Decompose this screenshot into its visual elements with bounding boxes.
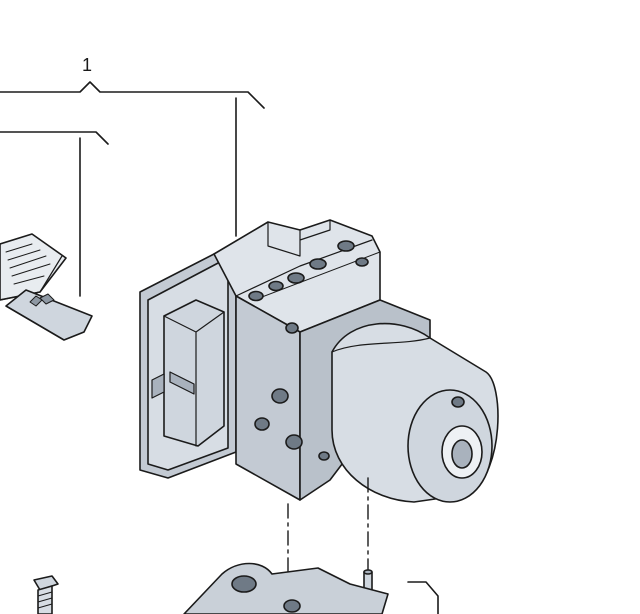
bolt [33, 575, 59, 614]
callout-1-bracket [0, 81, 265, 109]
control-unit [139, 253, 237, 479]
mounting-bracket [183, 562, 389, 614]
warning-sticker [5, 289, 93, 341]
callout-label-1: 1 [82, 55, 93, 75]
pump-motor [331, 322, 499, 503]
bracket-leader-bottom [407, 581, 439, 614]
label-sheet-bracket [0, 131, 109, 145]
instruction-card [0, 233, 67, 301]
